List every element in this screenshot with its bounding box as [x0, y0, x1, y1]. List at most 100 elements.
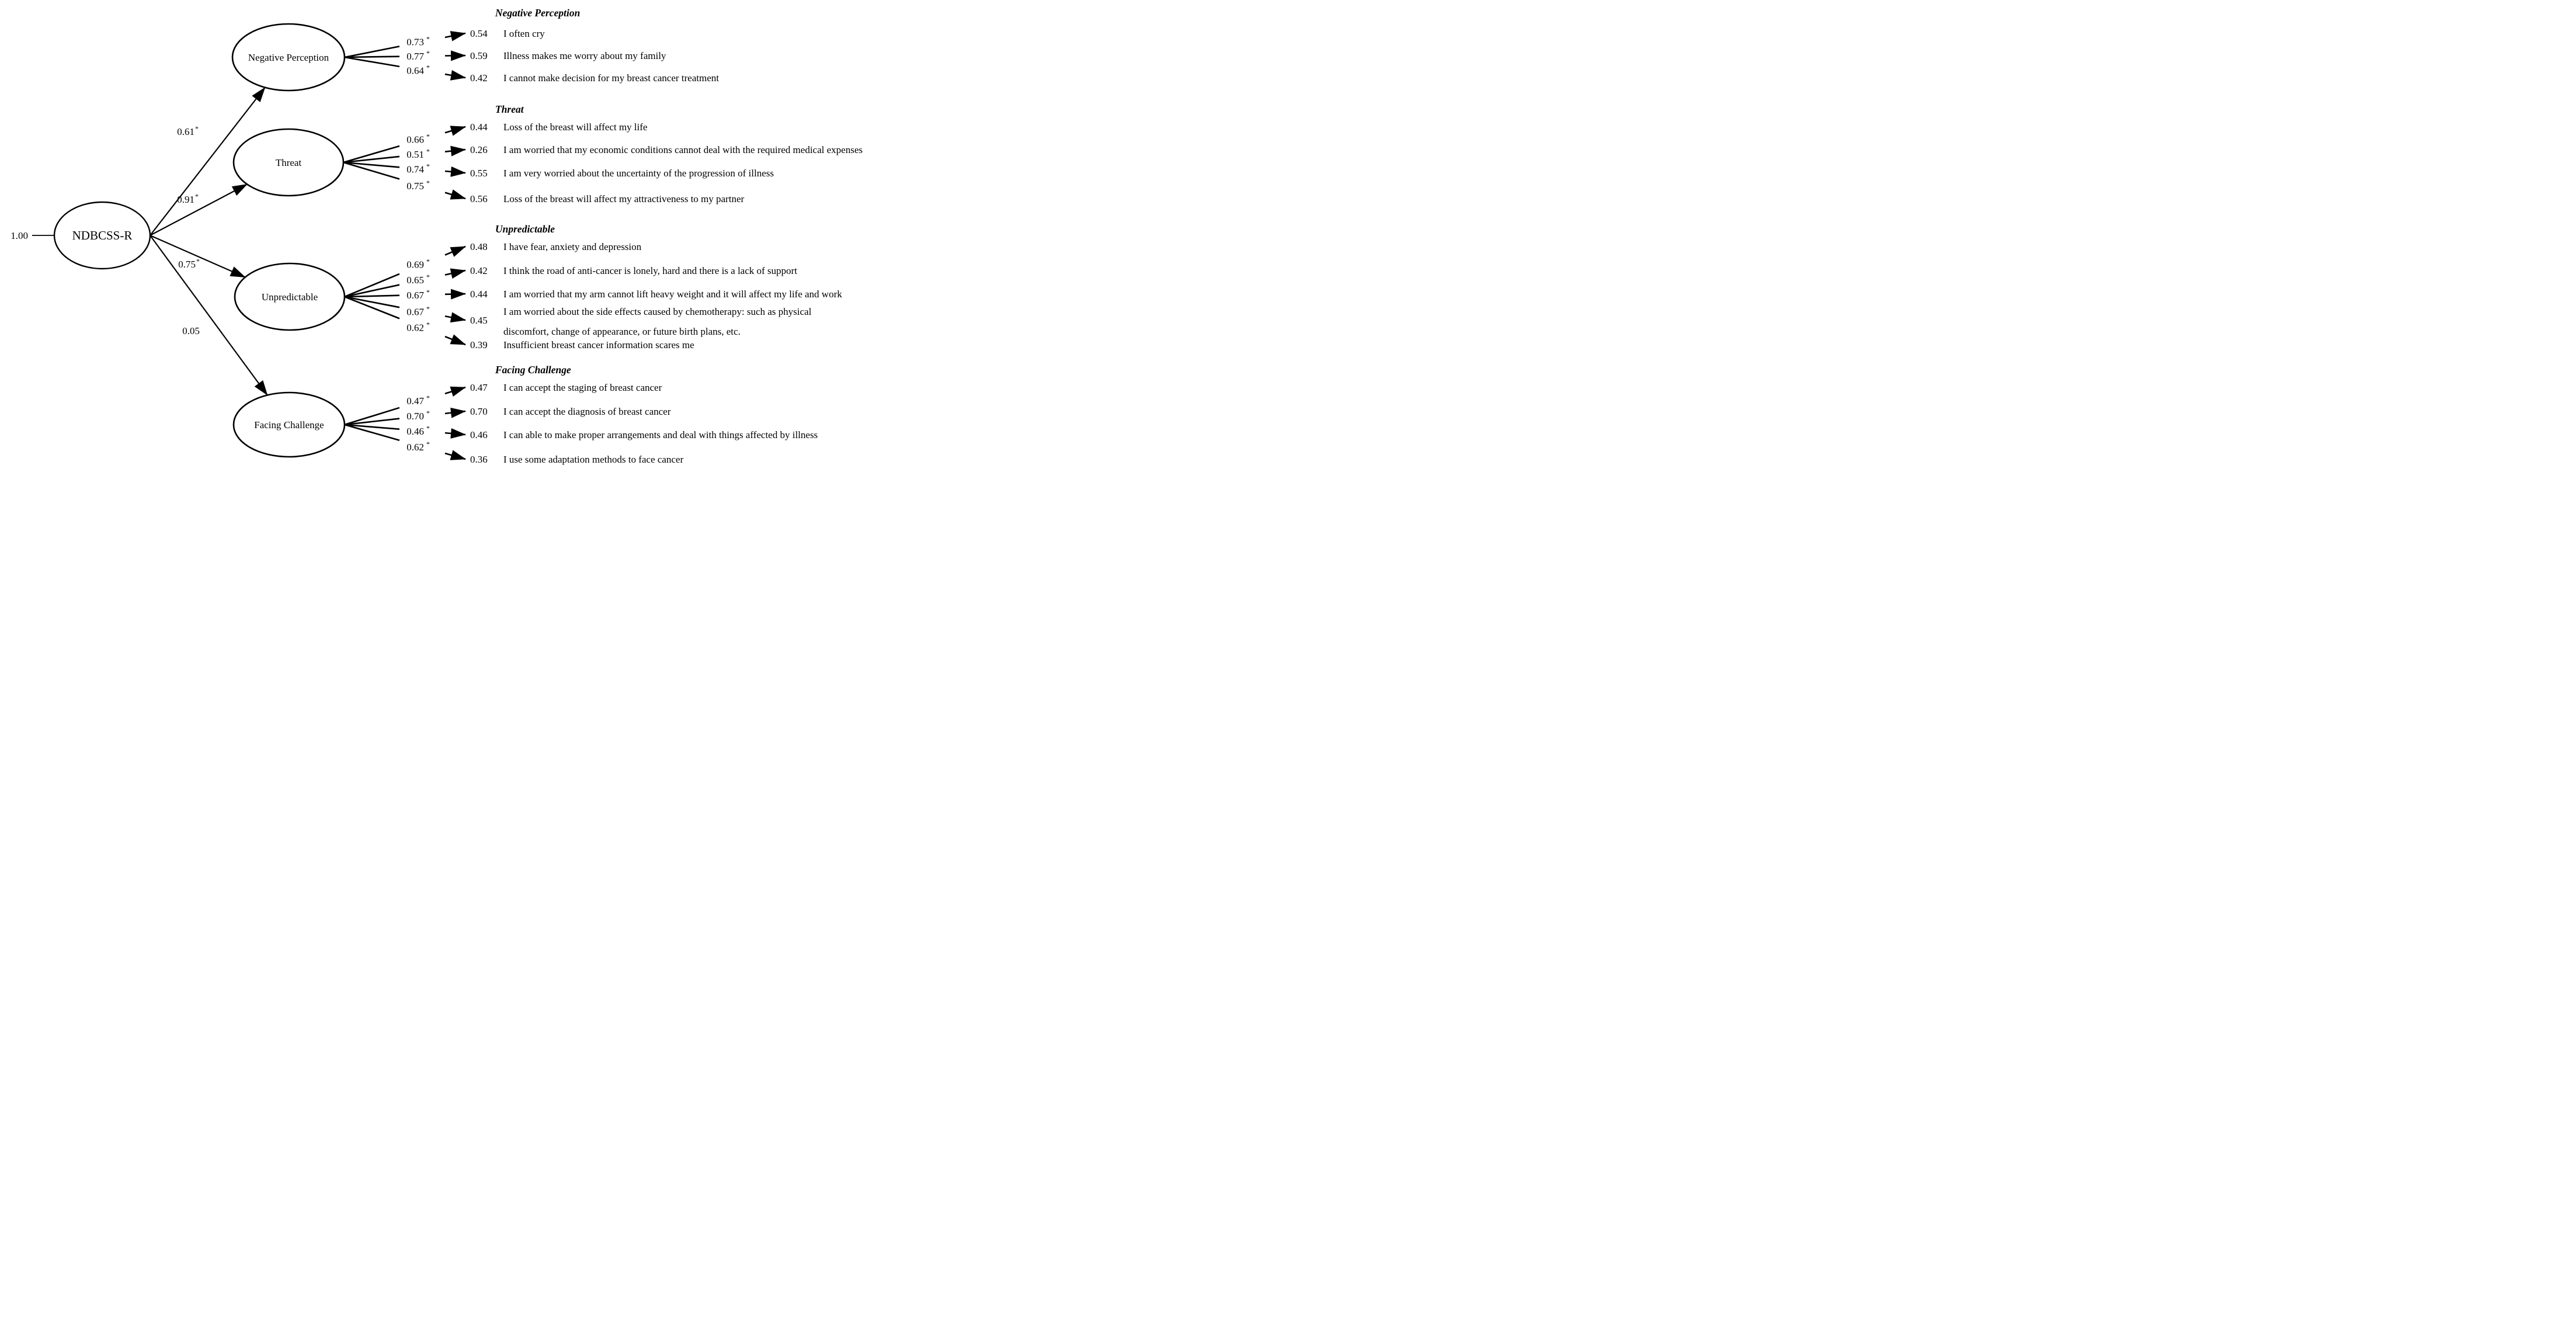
item-text-facing-challenge-3: I can able to make proper arrangements a… — [503, 429, 818, 440]
item-text-facing-challenge-4: I use some adaptation methods to face ca… — [503, 454, 684, 465]
loading-value-threat-4: 0.75* — [406, 179, 430, 192]
item-r2-value-unpredictable-5: 0.39 — [470, 339, 488, 350]
significance-asterisk: * — [426, 179, 430, 187]
significance-asterisk: * — [426, 321, 430, 329]
path-arrow-unpredictable — [150, 234, 246, 278]
loading-value-negative-perception-2: 0.77* — [406, 49, 430, 62]
significance-asterisk: * — [426, 133, 430, 141]
path-arrow-facing-challenge — [150, 235, 268, 396]
significance-asterisk: * — [426, 440, 430, 448]
loading-arrow-threat-2 — [444, 145, 466, 157]
item-text-facing-challenge-1: I can accept the staging of breast cance… — [503, 382, 662, 393]
loading-line-facing-challenge-2 — [344, 418, 400, 426]
root-label: NDBCSS-R — [72, 228, 133, 242]
significance-asterisk: * — [426, 258, 430, 266]
loading-line-negative-perception-3 — [344, 56, 400, 68]
loading-line-unpredictable-4 — [344, 296, 400, 308]
item-r2-value-unpredictable-4: 0.45 — [470, 315, 488, 326]
factor-label-negative-perception: Negative Perception — [248, 52, 329, 63]
loading-line-unpredictable-3 — [344, 294, 400, 298]
loading-arrow-threat-3 — [444, 166, 466, 177]
loading-value-threat-2: 0.51* — [406, 147, 430, 160]
item-r2-value-unpredictable-3: 0.44 — [470, 289, 488, 300]
path-arrow-threat — [150, 183, 248, 236]
loading-arrow-unpredictable-5 — [444, 334, 466, 346]
significance-asterisk: * — [426, 49, 430, 57]
loading-line-unpredictable-2 — [344, 284, 400, 298]
path-coefficient-negative-perception: 0.61* — [177, 124, 199, 137]
section-heading-unpredictable: Unpredictable — [495, 223, 555, 235]
loading-line-threat-2 — [343, 155, 400, 164]
loading-value-negative-perception-3: 0.64* — [406, 63, 430, 76]
section-heading-facing-challenge: Facing Challenge — [495, 364, 571, 376]
loading-line-threat-4 — [343, 161, 400, 180]
loading-arrow-facing-challenge-3 — [444, 428, 466, 439]
factor-label-unpredictable: Unpredictable — [262, 291, 318, 303]
loading-line-facing-challenge-3 — [344, 423, 400, 431]
item-r2-value-negative-perception-3: 0.42 — [470, 72, 488, 84]
loading-arrow-facing-challenge-4 — [444, 450, 466, 460]
loading-value-negative-perception-1: 0.73* — [406, 35, 430, 48]
loading-line-negative-perception-1 — [344, 46, 400, 58]
item-text-unpredictable-1: I have fear, anxiety and depression — [503, 241, 642, 252]
loading-line-threat-3 — [343, 161, 400, 168]
loading-arrow-unpredictable-4 — [444, 312, 466, 323]
factor-label-facing-challenge: Facing Challenge — [254, 419, 324, 431]
loading-arrow-unpredictable-1 — [444, 245, 466, 257]
significance-asterisk: * — [426, 394, 430, 402]
significance-asterisk: * — [195, 124, 199, 133]
loading-arrow-negative-perception-2 — [444, 50, 466, 61]
significance-asterisk: * — [426, 305, 430, 313]
significance-asterisk: * — [196, 257, 200, 265]
item-r2-value-threat-4: 0.56 — [470, 193, 488, 204]
loading-line-unpredictable-1 — [344, 273, 400, 298]
loading-arrow-facing-challenge-1 — [444, 386, 466, 397]
loading-value-facing-challenge-3: 0.46* — [406, 424, 430, 437]
loading-arrow-negative-perception-3 — [444, 70, 466, 81]
path-coefficient-threat: 0.91* — [177, 192, 199, 205]
loading-value-unpredictable-2: 0.65* — [406, 273, 430, 286]
loading-line-facing-challenge-1 — [344, 407, 400, 426]
item-r2-value-negative-perception-1: 0.54 — [470, 28, 488, 39]
significance-asterisk: * — [195, 192, 199, 200]
significance-asterisk: * — [426, 409, 430, 417]
item-text-facing-challenge-2: I can accept the diagnosis of breast can… — [503, 406, 671, 417]
loading-line-unpredictable-5 — [344, 296, 400, 320]
item-r2-value-facing-challenge-1: 0.47 — [470, 382, 488, 393]
loading-arrow-facing-challenge-2 — [444, 407, 466, 418]
loading-arrow-unpredictable-2 — [444, 268, 466, 279]
item-text-threat-2: I am worried that my economic conditions… — [503, 144, 863, 155]
item-r2-value-facing-challenge-2: 0.70 — [470, 406, 488, 417]
item-r2-value-facing-challenge-3: 0.46 — [470, 429, 488, 440]
item-text-negative-perception-1: I often cry — [503, 28, 545, 39]
item-r2-value-negative-perception-2: 0.59 — [470, 50, 488, 61]
significance-asterisk: * — [426, 35, 430, 43]
loading-value-unpredictable-1: 0.69* — [406, 258, 430, 270]
loading-value-facing-challenge-4: 0.62* — [406, 440, 430, 453]
item-text-unpredictable-2: I think the road of anti-cancer is lonel… — [503, 265, 797, 276]
loading-value-unpredictable-5: 0.62* — [406, 321, 430, 334]
path-arrow-negative-perception — [150, 86, 266, 236]
item-r2-value-threat-1: 0.44 — [470, 122, 488, 133]
significance-asterisk: * — [426, 288, 430, 296]
item-r2-value-threat-2: 0.26 — [470, 144, 488, 155]
item-r2-value-unpredictable-1: 0.48 — [470, 241, 488, 252]
loading-value-unpredictable-3: 0.67* — [406, 288, 430, 301]
root-variance-value: 1.00 — [11, 230, 28, 241]
item-text-unpredictable-4-line1: I am worried about the side effects caus… — [503, 306, 812, 317]
item-text-unpredictable-4-line2: discomfort, change of appearance, or fut… — [503, 326, 741, 337]
section-heading-threat: Threat — [495, 103, 524, 115]
significance-asterisk: * — [426, 424, 430, 432]
path-coefficient-facing-challenge: 0.05 — [182, 325, 200, 336]
path-coefficient-unpredictable: 0.75* — [178, 257, 200, 270]
loading-value-threat-1: 0.66* — [406, 133, 430, 145]
loading-line-facing-challenge-4 — [344, 423, 400, 442]
factor-label-threat: Threat — [276, 157, 302, 168]
significance-asterisk: * — [426, 273, 430, 281]
loading-value-facing-challenge-1: 0.47* — [406, 394, 430, 407]
item-text-threat-4: Loss of the breast will affect my attrac… — [503, 193, 745, 204]
loading-line-threat-1 — [343, 145, 400, 164]
loading-arrow-negative-perception-1 — [444, 31, 466, 41]
item-text-threat-3: I am very worried about the uncertainty … — [503, 168, 774, 179]
